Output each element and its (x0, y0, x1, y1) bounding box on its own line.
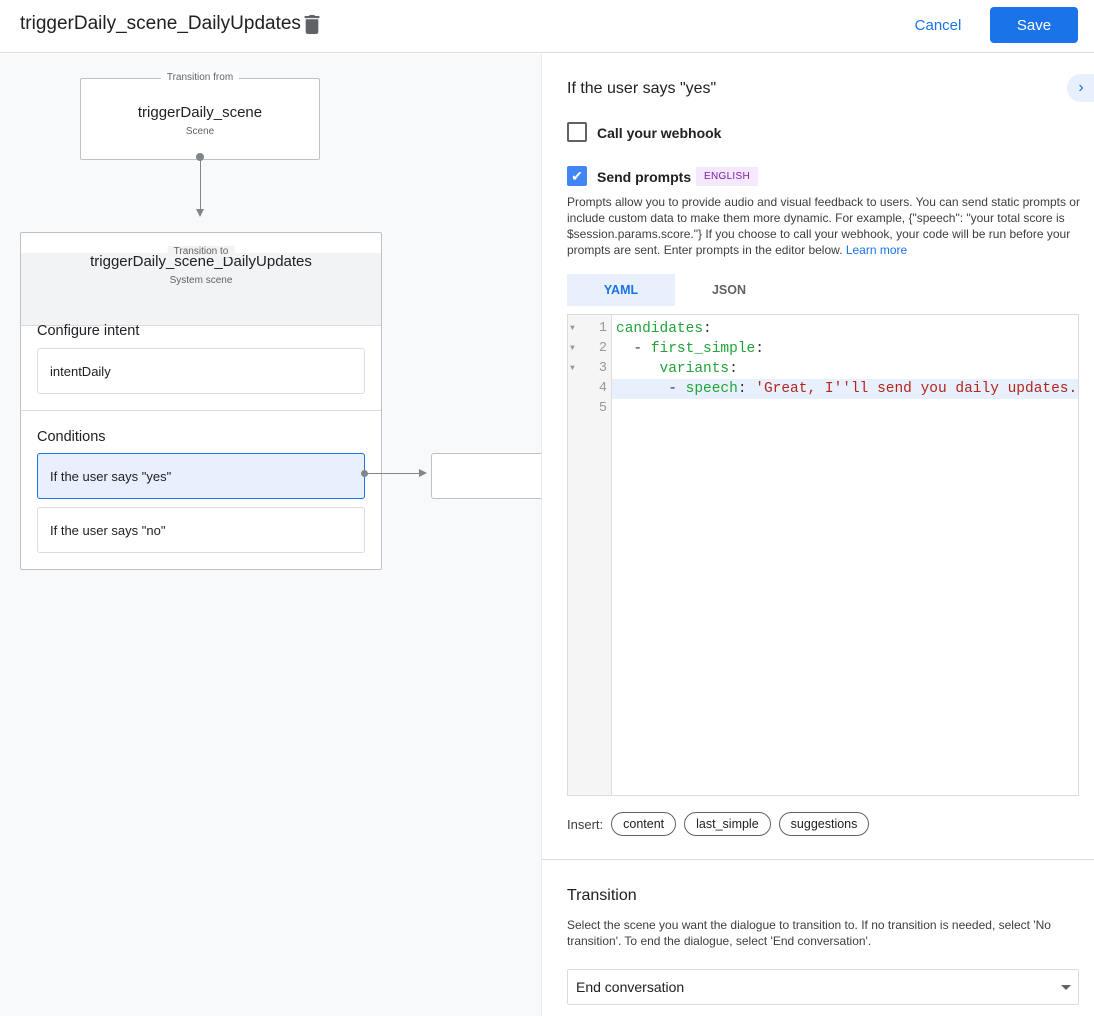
webhook-label: Call your webhook (597, 125, 722, 141)
from-scene-name: triggerDaily_scene (137, 104, 263, 121)
fold-icon[interactable]: ▼ (570, 344, 575, 353)
page-title: triggerDaily_scene_DailyUpdates (20, 13, 301, 34)
transition-target-node[interactable] (431, 453, 541, 499)
tab-yaml[interactable]: YAML (567, 274, 675, 306)
configure-intent-label: Configure intent (37, 323, 140, 339)
connector-dot (196, 153, 204, 161)
arrow-right-icon (419, 469, 427, 477)
to-scene-type: System scene (169, 275, 233, 286)
code-line-active: - speech: 'Great, I''ll send you daily u… (612, 379, 1078, 399)
colon: : (755, 341, 764, 357)
transition-from-legend: Transition from (160, 72, 240, 83)
prompts-label: Send prompts (597, 169, 692, 185)
divider (21, 410, 381, 411)
language-badge: ENGLISH (696, 167, 759, 186)
transition-to-legend: Transition to (167, 246, 235, 257)
chevron-right-icon: › (1078, 79, 1084, 96)
tab-json[interactable]: JSON (711, 283, 747, 297)
arrow-down-icon (196, 209, 204, 217)
description-text: Prompts allow you to provide audio and v… (567, 195, 1080, 257)
code-line: candidates: (612, 319, 1078, 339)
code-lines: candidates: - first_simple: variants: - … (612, 319, 1078, 419)
condition-no[interactable]: If the user says "no" (37, 507, 365, 553)
yaml-key: speech (685, 381, 738, 397)
dash: - (616, 381, 686, 397)
prompts-description: Prompts allow you to provide audio and v… (567, 194, 1087, 258)
conditions-label: Conditions (37, 429, 106, 445)
connector-line (200, 156, 201, 214)
intent-item[interactable]: intentDaily (37, 348, 365, 394)
editor-gutter: ▼ ▼ ▼ 1 2 3 4 5 (568, 315, 612, 795)
connector-line (364, 473, 422, 474)
line-number: 1 (598, 321, 607, 336)
colon: : (703, 321, 712, 337)
panel-title: If the user says "yes" (567, 80, 717, 97)
dropdown-caret-icon (1061, 985, 1071, 990)
divider (542, 859, 1094, 860)
transition-from-node[interactable]: Transition from triggerDaily_scene Scene (80, 72, 320, 160)
yaml-key: candidates (616, 321, 704, 337)
code-line: - first_simple: (612, 339, 1078, 359)
line-number: 2 (598, 341, 607, 356)
learn-more-link[interactable]: Learn more (845, 243, 908, 257)
yaml-key: variants (659, 361, 730, 377)
yaml-string: 'Great, I''ll send you daily updates.' (755, 381, 1078, 397)
code-editor[interactable]: ▼ ▼ ▼ 1 2 3 4 5 candidates: - first_simp… (567, 314, 1079, 796)
from-scene-type: Scene (185, 126, 215, 137)
condition-yes[interactable]: If the user says "yes" (37, 453, 365, 499)
trash-icon[interactable] (304, 15, 320, 34)
scene-canvas: Transition from triggerDaily_scene Scene… (0, 54, 541, 1016)
insert-suggestions-chip[interactable]: suggestions (778, 812, 870, 836)
colon: : (729, 361, 738, 377)
transition-description: Select the scene you want the dialogue t… (567, 918, 1051, 948)
save-button[interactable]: Save (990, 7, 1078, 43)
check-icon: ✔ (571, 167, 583, 184)
condition-panel: If the user says "yes" › Call your webho… (541, 54, 1094, 1016)
insert-label: Insert: (567, 816, 604, 832)
cancel-button[interactable]: Cancel (914, 16, 962, 34)
colon: : (737, 381, 747, 397)
collapse-panel-button[interactable]: › (1067, 74, 1094, 102)
fold-icon[interactable]: ▼ (570, 324, 575, 333)
prompts-checkbox[interactable]: ✔ (567, 166, 587, 186)
transition-selected-value: End conversation (576, 979, 685, 995)
line-number: 3 (598, 361, 607, 376)
insert-content-chip[interactable]: content (611, 812, 677, 836)
to-scene-name: triggerDaily_scene_DailyUpdates (90, 253, 312, 270)
transition-title: Transition (567, 887, 637, 904)
insert-bar: Insert: content last_simple suggestions (567, 812, 870, 836)
line-number: 5 (598, 401, 607, 416)
header: triggerDaily_scene_DailyUpdates Cancel S… (0, 0, 1094, 53)
code-line (612, 399, 1078, 419)
dash: - (616, 341, 651, 357)
format-tabs: YAML JSON (567, 274, 783, 306)
fold-icon[interactable]: ▼ (570, 364, 575, 373)
transition-to-header: Transition to triggerDaily_scene_DailyUp… (21, 246, 381, 326)
yaml-key: first_simple (650, 341, 756, 357)
transition-to-node: Transition to triggerDaily_scene_DailyUp… (20, 232, 382, 570)
transition-select[interactable]: End conversation (567, 969, 1079, 1005)
insert-last-simple-chip[interactable]: last_simple (684, 812, 771, 836)
webhook-checkbox[interactable] (567, 122, 587, 142)
code-line: variants: (612, 359, 1078, 379)
line-number: 4 (598, 381, 607, 396)
